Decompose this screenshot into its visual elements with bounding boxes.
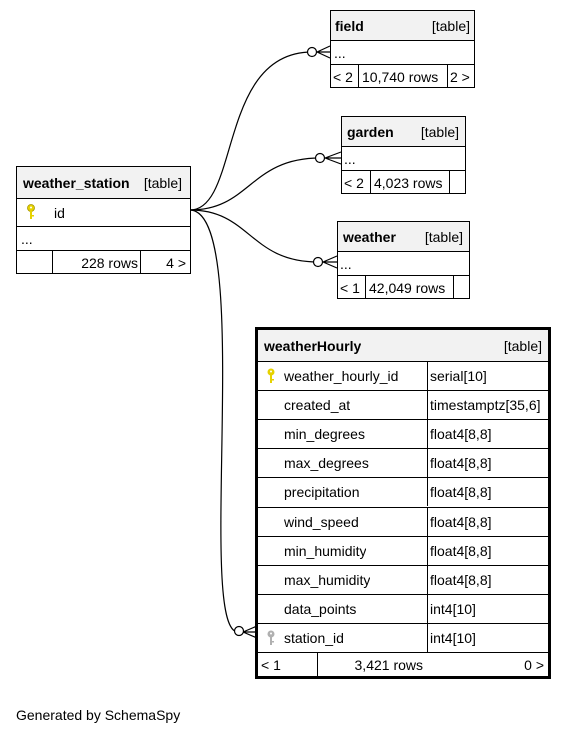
optional-marker <box>306 46 318 58</box>
column-name: max_humidity <box>284 571 371 588</box>
column-name: min_degrees <box>284 426 365 443</box>
table-name: weather <box>343 228 396 245</box>
table-header: weather_station [table] <box>17 167 190 198</box>
primary-key-icon <box>27 204 35 219</box>
ellipsis-text: ... <box>21 230 33 247</box>
more-columns-row: ... <box>338 251 469 275</box>
table-footer: 228 rows 4 > <box>17 250 190 274</box>
column-row: max_degrees float4[8,8] <box>258 448 548 478</box>
parents-link[interactable]: < 1 <box>340 279 360 296</box>
column-type: timestamptz[35,6] <box>430 397 541 414</box>
generator-credit: Generated by SchemaSpy <box>16 707 181 723</box>
more-columns-row: ... <box>342 146 465 170</box>
table-footer: < 1 42,049 rows <box>338 275 469 299</box>
column-type: int4[10] <box>430 629 476 646</box>
row-count: 228 rows <box>81 254 138 271</box>
column-type: float4[8,8] <box>430 542 492 559</box>
column-type: float4[8,8] <box>430 513 492 530</box>
row-count: 3,421 rows <box>354 656 423 673</box>
column-name: created_at <box>284 397 351 414</box>
optional-marker <box>233 625 245 637</box>
column-row: data_points int4[10] <box>258 593 548 623</box>
table-footer: < 1 3,421 rows 0 > <box>258 652 548 676</box>
row-count: 4,023 rows <box>374 174 443 191</box>
column-type: float4[8,8] <box>430 455 492 472</box>
column-name: data_points <box>284 600 357 617</box>
column-name: weather_hourly_id <box>284 368 399 385</box>
table-field[interactable]: field [table] ... < 2 10,740 rows 2 > <box>330 10 475 88</box>
table-weather[interactable]: weather [table] ... < 1 42,049 rows <box>337 221 470 299</box>
column-name: id <box>54 204 65 221</box>
table-header: garden [table] <box>342 117 465 146</box>
column-type: serial[10] <box>430 368 487 385</box>
primary-key-icon <box>267 368 275 383</box>
column-row: min_humidity float4[8,8] <box>258 535 548 565</box>
parents-link[interactable]: < 2 <box>344 174 364 191</box>
table-name: garden <box>347 123 394 140</box>
row-count: 10,740 rows <box>362 68 439 85</box>
column-row: id <box>17 198 190 226</box>
children-link[interactable]: 4 > <box>166 254 186 271</box>
relation-line-field <box>189 51 313 211</box>
column-type: float4[8,8] <box>430 571 492 588</box>
column-type: int4[10] <box>430 600 476 617</box>
table-kind: [table] <box>431 17 470 34</box>
optional-marker <box>314 152 326 164</box>
table-kind: [table] <box>503 337 542 354</box>
ellipsis-text: ... <box>344 150 356 167</box>
table-name: weather_station <box>23 174 130 191</box>
row-count: 42,049 rows <box>369 279 446 296</box>
table-header: weatherHourly [table] <box>258 330 548 361</box>
parents-link[interactable]: < 1 <box>261 656 281 673</box>
foreign-key-icon <box>267 630 275 645</box>
relation-line-weatherhourly <box>189 209 239 633</box>
table-header: weather [table] <box>338 222 469 251</box>
table-name: weatherHourly <box>264 337 362 354</box>
more-columns-row: ... <box>17 226 190 250</box>
column-type: float4[8,8] <box>430 484 492 501</box>
column-row: created_at timestamptz[35,6] <box>258 390 548 420</box>
children-link[interactable]: 0 > <box>524 656 544 673</box>
table-footer: < 2 10,740 rows 2 > <box>331 64 474 88</box>
table-kind: [table] <box>424 228 463 245</box>
column-name: min_humidity <box>284 542 367 559</box>
parents-link[interactable]: < 2 <box>333 68 353 85</box>
column-row: weather_hourly_id serial[10] <box>258 361 548 391</box>
table-header: field [table] <box>331 11 474 40</box>
ellipsis-text: ... <box>340 255 352 272</box>
children-link[interactable]: 2 > <box>450 68 470 85</box>
column-row: min_degrees float4[8,8] <box>258 419 548 449</box>
column-row: precipitation float4[8,8] <box>258 477 548 507</box>
table-name: field <box>335 17 364 34</box>
relation-line-garden <box>189 157 321 211</box>
column-name: wind_speed <box>284 513 359 530</box>
more-columns-row: ... <box>331 40 474 64</box>
ellipsis-text: ... <box>334 44 346 61</box>
column-name: precipitation <box>284 484 360 501</box>
table-weather-station[interactable]: weather_station [table] id ... 228 rows … <box>16 166 191 274</box>
column-type: float4[8,8] <box>430 426 492 443</box>
table-garden[interactable]: garden [table] ... < 2 4,023 rows <box>341 116 466 194</box>
column-name: max_degrees <box>284 455 369 472</box>
column-name: station_id <box>284 629 344 646</box>
column-row: max_humidity float4[8,8] <box>258 564 548 594</box>
table-kind: [table] <box>420 123 459 140</box>
column-row: wind_speed float4[8,8] <box>258 506 548 536</box>
relation-line-weather <box>189 209 319 263</box>
optional-marker <box>312 256 324 268</box>
column-row: station_id int4[10] <box>258 622 548 652</box>
table-footer: < 2 4,023 rows <box>342 170 465 194</box>
table-kind: [table] <box>143 174 182 191</box>
